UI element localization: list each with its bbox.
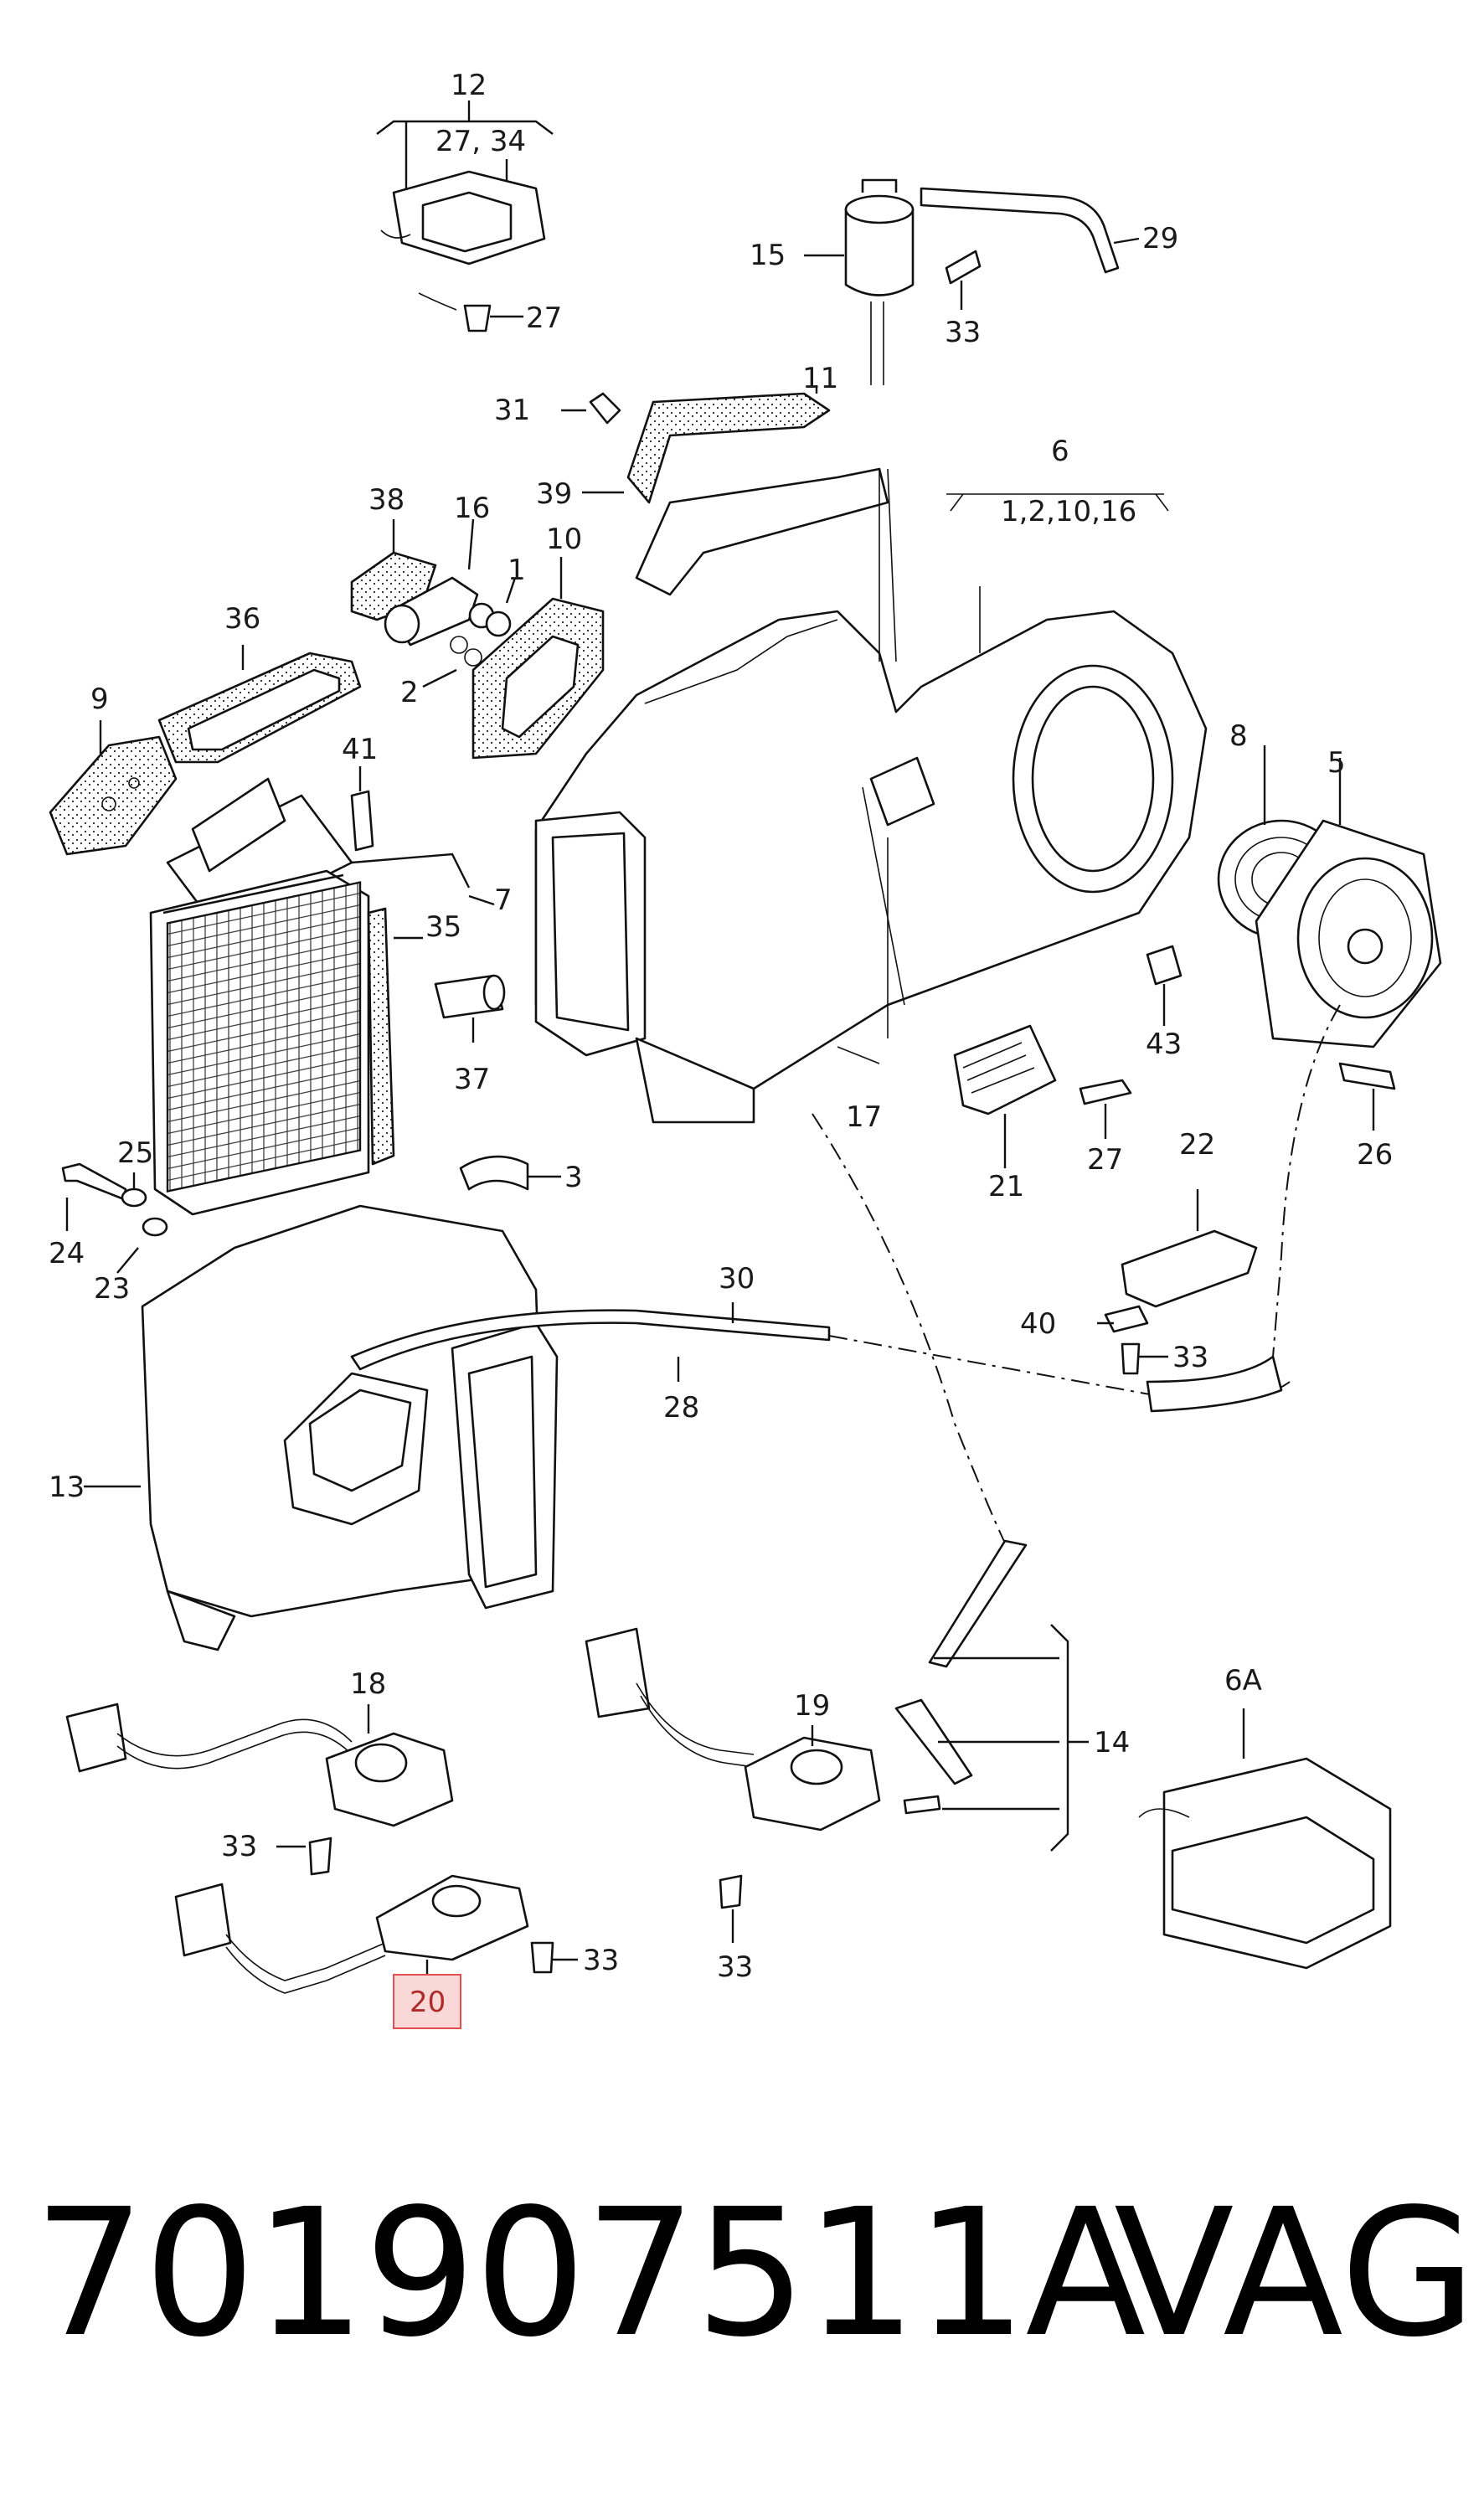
label-31: 31 bbox=[494, 394, 530, 427]
parts-24-25-23-3 bbox=[61, 1155, 561, 1274]
label-33-left: 33 bbox=[221, 1830, 257, 1863]
label-33-mid: 33 bbox=[1172, 1341, 1208, 1374]
label-10: 10 bbox=[546, 523, 582, 556]
label-16: 16 bbox=[454, 492, 490, 525]
parts-fittings bbox=[350, 518, 605, 760]
label-27-top: 27 bbox=[526, 301, 562, 335]
label-38: 38 bbox=[368, 483, 404, 517]
part-number: 701907511A bbox=[33, 2171, 1146, 2376]
part-13-housing bbox=[84, 1204, 559, 1651]
part-7-heater-core bbox=[149, 766, 506, 1216]
label-35: 35 bbox=[425, 910, 461, 944]
label-23: 23 bbox=[94, 1272, 130, 1306]
part-12-switch bbox=[376, 100, 554, 332]
part-15-sensor bbox=[804, 178, 1140, 385]
label-33-top: 33 bbox=[945, 316, 981, 349]
part-20-servo bbox=[174, 1874, 578, 2006]
label-30: 30 bbox=[719, 1262, 755, 1296]
brand-name: VAG bbox=[1114, 2171, 1476, 2376]
label-24: 24 bbox=[49, 1237, 85, 1270]
parts-diagram: 12 27, 34 27 15 33 29 31 11 6 1,2,10,16 … bbox=[49, 69, 1442, 2029]
label-40: 40 bbox=[1020, 1307, 1056, 1341]
label-22: 22 bbox=[1179, 1128, 1215, 1162]
label-19: 19 bbox=[794, 1689, 830, 1723]
part-6-housing bbox=[534, 468, 1208, 1124]
part-6A-block bbox=[1138, 1708, 1392, 1970]
label-13: 13 bbox=[49, 1471, 85, 1504]
label-7: 7 bbox=[494, 884, 513, 917]
label-2: 2 bbox=[400, 676, 419, 709]
part-14-bracket bbox=[894, 1624, 1089, 1852]
highlight-box-20 bbox=[393, 1974, 461, 2029]
label-43: 43 bbox=[1146, 1028, 1182, 1061]
label-27-34: 27, 34 bbox=[435, 125, 526, 158]
part-5-8-blower bbox=[1217, 745, 1442, 1048]
callout-labels: 12 27, 34 27 15 33 29 31 11 6 1,2,10,16 … bbox=[49, 69, 1393, 2029]
parts-43-21-26 bbox=[953, 945, 1396, 1358]
label-1: 1 bbox=[508, 554, 526, 587]
label-11: 11 bbox=[802, 362, 838, 395]
label-39: 39 bbox=[536, 477, 572, 511]
part-18-servo bbox=[65, 1703, 454, 1876]
label-25: 25 bbox=[117, 1136, 153, 1170]
label-36: 36 bbox=[224, 602, 260, 636]
label-20-highlighted[interactable]: 20 bbox=[410, 1986, 446, 2019]
label-3: 3 bbox=[564, 1161, 583, 1194]
label-28: 28 bbox=[663, 1391, 699, 1425]
part-36-gasket bbox=[157, 645, 362, 764]
part-22-module bbox=[1097, 1189, 1258, 1375]
label-5: 5 bbox=[1327, 746, 1346, 780]
label-18: 18 bbox=[350, 1667, 386, 1701]
part-9-plate bbox=[49, 720, 178, 856]
label-15: 15 bbox=[750, 239, 786, 272]
label-37: 37 bbox=[454, 1063, 490, 1096]
label-33-bottom: 33 bbox=[717, 1950, 753, 1984]
label-27-mid: 27 bbox=[1087, 1143, 1123, 1177]
hoses-30-28 bbox=[350, 1113, 1291, 1668]
label-8: 8 bbox=[1229, 719, 1248, 753]
label-6: 6 bbox=[1051, 435, 1069, 468]
label-33-right: 33 bbox=[583, 1944, 619, 1977]
label-29: 29 bbox=[1142, 222, 1178, 255]
label-21: 21 bbox=[988, 1170, 1024, 1203]
label-17: 17 bbox=[846, 1100, 882, 1134]
label-9: 9 bbox=[90, 683, 109, 716]
label-14: 14 bbox=[1094, 1726, 1130, 1759]
label-41: 41 bbox=[342, 733, 378, 766]
part-19-servo bbox=[585, 1627, 881, 1943]
label-6A: 6A bbox=[1224, 1664, 1262, 1698]
part-11-39-flap bbox=[561, 385, 889, 596]
label-6-sub: 1,2,10,16 bbox=[1001, 495, 1136, 528]
label-26: 26 bbox=[1357, 1138, 1393, 1172]
label-12: 12 bbox=[451, 69, 487, 102]
